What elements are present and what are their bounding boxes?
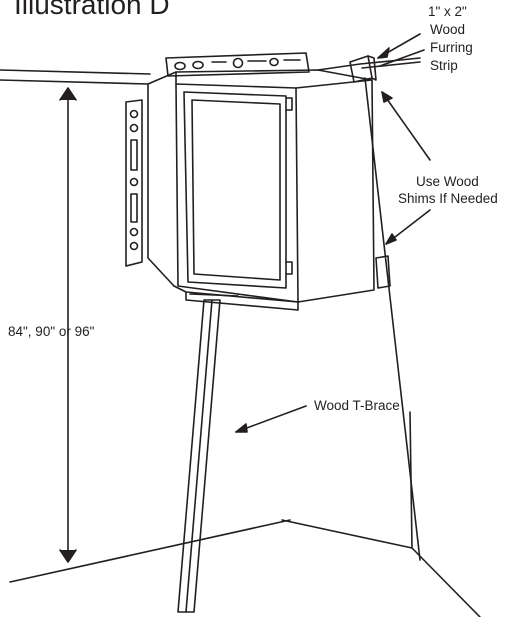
furring-label-line2: Wood (430, 22, 465, 37)
furring-strip (349, 55, 377, 83)
cabinet (147, 69, 375, 311)
top-mounting-rail (165, 52, 310, 77)
height-dimension (59, 87, 77, 563)
shims-label-line2: Shims If Needed (398, 191, 498, 206)
wood-t-brace (177, 293, 239, 613)
arrow-shims-lower (385, 209, 431, 245)
diagram-title: Illustration D (14, 0, 170, 20)
wall-corner (9, 77, 481, 617)
arrow-brace (235, 405, 307, 433)
side-mounting-rail (125, 99, 143, 267)
arrow-shims-upper (381, 91, 431, 161)
arrow-furring (377, 33, 421, 59)
arrow-furring-lower (379, 49, 425, 67)
furring-label-line3: Furring (430, 40, 473, 55)
height-label: 84", 90" or 96" (8, 324, 95, 339)
brace-label: Wood T-Brace (314, 398, 400, 413)
wood-shim (375, 255, 391, 289)
furring-label-line1: 1" x 2" (428, 4, 467, 19)
furring-label-line4: Strip (430, 58, 458, 73)
shims-label-line1: Use Wood (416, 174, 479, 189)
cabinet-door (183, 91, 293, 289)
